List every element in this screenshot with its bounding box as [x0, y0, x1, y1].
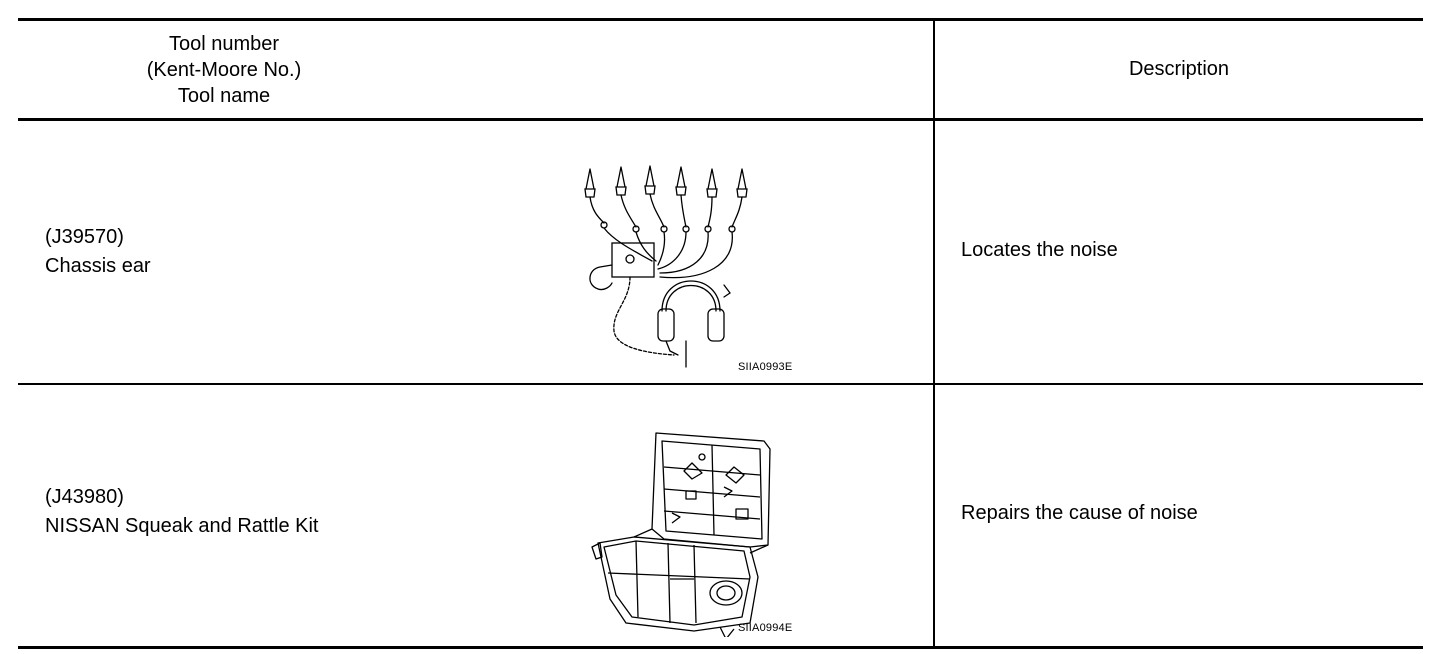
chassis-ear-illustration: SIIA0993E	[574, 161, 814, 381]
chassis-ear-drawing	[584, 165, 748, 368]
tool-name: Chassis ear	[45, 255, 151, 277]
header-tool-number-label: Tool number	[168, 32, 280, 55]
header-description-column: Description	[935, 21, 1423, 118]
tool-number: (J43980)	[45, 486, 124, 508]
figure-code: SIIA0994E	[738, 622, 793, 634]
special-tools-table: Tool number (Kent-Moore No.) Tool name D…	[18, 18, 1423, 649]
table-row: (J39570) Chassis ear	[18, 121, 1423, 385]
description-cell: Locates the noise	[961, 239, 1118, 261]
tool-name: NISSAN Squeak and Rattle Kit	[45, 515, 319, 537]
header-kent-moore-label: (Kent-Moore No.)	[146, 58, 302, 81]
tool-number: (J39570)	[45, 226, 124, 248]
tool-cell: (J39570) Chassis ear	[45, 223, 151, 281]
table-header-row: Tool number (Kent-Moore No.) Tool name D…	[18, 21, 1423, 121]
clip-1	[584, 168, 608, 229]
rattle-kit-case-drawing	[591, 432, 771, 637]
clip-3	[644, 165, 668, 233]
header-tool-column: Tool number (Kent-Moore No.) Tool name	[18, 21, 430, 118]
clip-4	[675, 166, 690, 233]
table-row: (J43980) NISSAN Squeak and Rattle Kit	[18, 385, 1423, 646]
column-divider	[933, 21, 935, 646]
description-cell: Repairs the cause of noise	[961, 502, 1198, 524]
figure-code: SIIA0993E	[738, 361, 793, 373]
clip-5	[704, 168, 718, 233]
squeak-rattle-kit-illustration: SIIA0994E	[574, 427, 814, 642]
header-description-label: Description	[1128, 58, 1230, 80]
clip-6	[728, 168, 748, 233]
tool-cell: (J43980) NISSAN Squeak and Rattle Kit	[45, 483, 318, 541]
header-tool-name-label: Tool name	[177, 84, 271, 107]
clip-2	[615, 166, 640, 233]
